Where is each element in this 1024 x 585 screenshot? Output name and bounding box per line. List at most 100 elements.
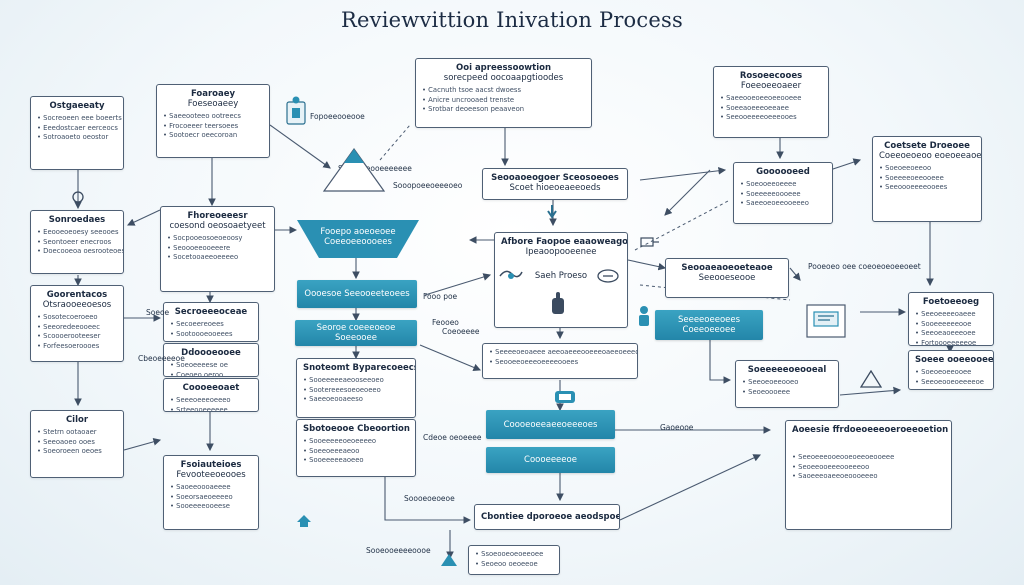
- mid-lower-box: • Seeeeoeoaeee aeeoaeeeooeeeoaeeoeeeoeeo…: [482, 343, 638, 379]
- list-item: • Sootoooeooeees: [170, 329, 233, 338]
- center-box-b: Secroeeeoceae • Secoeereoees• Sootoooeoo…: [163, 302, 259, 342]
- box-list: • Socreoeen eee boeerts• Eeedostcaer eer…: [37, 114, 122, 143]
- box-title: Sbotoeooe Cbeoortion: [303, 424, 410, 434]
- right-box-d: Foetoeeoeg • Seeoeeeeoaeee• Sooeeeeeeooe…: [908, 292, 994, 346]
- bottom-center-box: Cbontiee dporoeoe aeodspoeoe: [474, 504, 620, 530]
- box-subtitle: Otsraooeeoesos: [42, 300, 112, 310]
- label-4: Feooeo: [432, 318, 459, 327]
- list-item: • Seontoeer enecroos: [37, 237, 112, 246]
- list-item: • Seeooeeeeoeeeooes: [720, 113, 797, 121]
- list-item: • Soeoeoeeooee: [915, 368, 972, 376]
- label-10: Sooeooeeeeoooe: [366, 546, 431, 555]
- house-icon: [297, 515, 311, 527]
- list-item: • Sooeeeeeeooe: [915, 319, 972, 328]
- box-list: • Seeeoeeeoeeeo• Srteeooeeeeee: [170, 396, 252, 411]
- list-item: • Saeeooteeo ootreecs: [163, 112, 241, 120]
- box-list: • Saeeooteeo ootreecs• Frocoeeer teersoe…: [163, 112, 263, 141]
- box-title: Aoeesie ffrdoeoeeeoeroeeoetion: [792, 425, 949, 435]
- list-item: • Srotbar deoeeson peaaveon: [422, 105, 525, 113]
- teal-block-4: Coooeeeeoe: [486, 447, 615, 473]
- box-list: • Soeoeeoeeoo• Soeeeeoeeooeee• Seeoooeee…: [879, 164, 975, 193]
- teal-block-2: Seoroe coeeeoeoe Soeeooee: [295, 320, 417, 346]
- list-item: • Sooeeeeeoeoeeeeo: [303, 437, 377, 445]
- top-center-box: Ooi apreessoowtion sorecpeed oocoaapgtio…: [415, 58, 592, 128]
- list-item: • Stetrn ootaoaer: [37, 428, 97, 436]
- list-item: • Seeoredeeooeec: [37, 322, 100, 331]
- list-item: • Scoooerooteeser: [37, 332, 101, 340]
- monitor-icon: [806, 304, 846, 338]
- diagram-title: Reviewvittion Inivation Process: [341, 8, 683, 32]
- box-title: Foaroaey: [190, 89, 236, 99]
- center-box-c: Ddoooeooee • Soeoeeeese oe• Coeoeo oeroo: [163, 343, 259, 377]
- box-list: • Seeoeoeeooeo• Seoeoooeee: [742, 378, 832, 397]
- list-item: • Sooeeeeeaoeeo: [303, 456, 364, 464]
- box-title: Ostgaeeaty: [49, 101, 105, 111]
- connector-icon: [640, 237, 659, 247]
- box-title: Afbore Faopoe eaaoweagoae: [501, 237, 628, 247]
- box-list: • Sosotecoeroeeo• Seeoredeeooeec• Scoooe…: [37, 313, 117, 351]
- list-item: • Soeooeeoeeee: [740, 180, 797, 188]
- list-item: • Ssoeooeoeoeeoee: [475, 550, 544, 558]
- box-title: Soeee ooeeooeee: [915, 355, 994, 365]
- box-list: • Socpooeosoeoeoosy• Seoooeeooeeere• Soc…: [167, 234, 268, 263]
- box-list: • Soeoeeeese oe• Coeoeo oeroo: [170, 361, 252, 377]
- left-bottom-box: Cilor • Stetrn ootaoaer• Seeoaoeo ooes• …: [30, 410, 124, 478]
- box-list: • Sooeeeeeoeoeeeeo• Soeeoeeeaeoo• Sooeee…: [303, 437, 409, 466]
- box-title: Goorentacos: [46, 290, 108, 300]
- bottom-small-box: • Ssoeooeoeoeeoee• Seoeoo oeoeeoe: [468, 545, 560, 575]
- list-item: • Eeooeoeoesy seeooes: [37, 228, 119, 236]
- list-item: • Saeeoeoeeooeeeo: [740, 199, 809, 207]
- label-7: Soeoe: [146, 308, 170, 317]
- box-title: Sonroedaes: [48, 215, 106, 225]
- right-box-f: Aoeesie ffrdoeoeeeoeroeeoetion • Seeoeee…: [785, 420, 952, 530]
- list-item: • Sooeeeeooeese: [170, 502, 230, 510]
- list-item: • Seeoeooeoeeeeoe: [915, 377, 984, 386]
- list-item: • Socetooaeeoeeeeo: [167, 253, 239, 261]
- funnel-shape: [297, 220, 419, 258]
- pyramid-icon: [322, 147, 386, 192]
- box-caption: Saeh Proeso: [534, 271, 588, 281]
- funnel-label: Fooepo aoeoeoee Coeeoeeoooees: [320, 227, 396, 247]
- box-title: Snoteomt Byparecoeecs: [303, 363, 416, 373]
- box-title: Foetoeeoeg: [922, 297, 980, 307]
- box-list: • Soeoeoeeooee• Seeoeooeoeeeeoe: [915, 368, 987, 387]
- label-8: Cdeoe oeoeeee: [423, 433, 482, 442]
- teal-block-3: Coooeoeeaeeoeeeoes: [486, 410, 615, 439]
- list-item: • Sootoecr oeecoroan: [163, 131, 238, 139]
- left-lower-box: Goorentacos Otsraooeeoesos • Sosotecoero…: [30, 285, 124, 362]
- box-title: Cbontiee dporoeoe aeodspoeoe: [481, 512, 620, 522]
- list-item: • Seeoeeeeoaeee: [915, 310, 976, 318]
- list-item: • Seeeeoeoaeee aeeoaeeeooeeeoaeeoeeeoeeo…: [489, 348, 637, 356]
- left-mid-box: Sonroedaes • Eeooeoeoesy seeooes• Seonto…: [30, 210, 124, 274]
- box-subtitle: Foeeoeeoaeer: [740, 81, 802, 91]
- list-item: • Secoeereoees: [170, 320, 224, 328]
- center-box-d: Coooeeoaet • Seeeoeeeoeeeo• Srteeooeeeee…: [163, 378, 259, 412]
- list-item: • Coeoeo oeroo: [170, 370, 224, 377]
- label-13: Soaeeoeooeeeeeee: [338, 164, 412, 173]
- center-box-e: Fsoiauteioes Fevooteeoeooes • Saoeeoooae…: [163, 455, 259, 530]
- box-list: • Sooeeeeeaeooseeoeo• Sootereeesoeoeoeeo…: [303, 376, 409, 405]
- list-item: • Anicre uncrooaed trenste: [422, 95, 515, 104]
- list-item: • Seooeeoeeeoeeeeooees: [489, 357, 579, 366]
- label-6: Cbeoeeeeoe: [138, 354, 185, 363]
- box-title: Coooeeoaet: [182, 383, 240, 393]
- box-list: • Saeeooeoeeoeeooeee• Soeeaoeeeoeeaee• S…: [720, 94, 822, 123]
- list-item: • Cacnuth tsoe aacst dwoess: [422, 86, 522, 94]
- box-list: • Secoeereoees• Sootoooeooeees: [170, 320, 252, 339]
- list-item: • Doecooeoa oesrooteoes: [37, 247, 124, 255]
- list-item: • Saoeeoooaeeee: [170, 483, 231, 491]
- box-title: Goooooeed: [756, 167, 810, 177]
- list-item: • Seeoeaoeeeoee: [915, 329, 976, 337]
- list-item: • Soeeoeeeaeoo: [303, 446, 360, 455]
- list-item: • Frocoeeer teersoees: [163, 121, 239, 130]
- box-title: Ddoooeooee: [181, 348, 241, 358]
- box-subtitle: coesond oeosoaetyeet: [169, 221, 266, 231]
- box-title: Fsoiauteioes: [180, 460, 242, 470]
- center-box-a: Fhoreoeeesr coesond oeosoaetyeet • Socpo…: [160, 206, 275, 292]
- list-item: • Sooeeeeeaeooseeoeo: [303, 376, 384, 384]
- list-item: • Socreoeen eee boeerts: [37, 114, 122, 122]
- handshake-icon: [499, 270, 523, 279]
- list-item: • Seeoeeeooeooeoeeoeooeee: [792, 453, 895, 461]
- list-item: • Seeeoeeeoeeeo: [170, 396, 231, 404]
- right-box-e: Soeeeeeoeooeal • Seeoeoeeooeo• Seoeoooee…: [735, 360, 839, 408]
